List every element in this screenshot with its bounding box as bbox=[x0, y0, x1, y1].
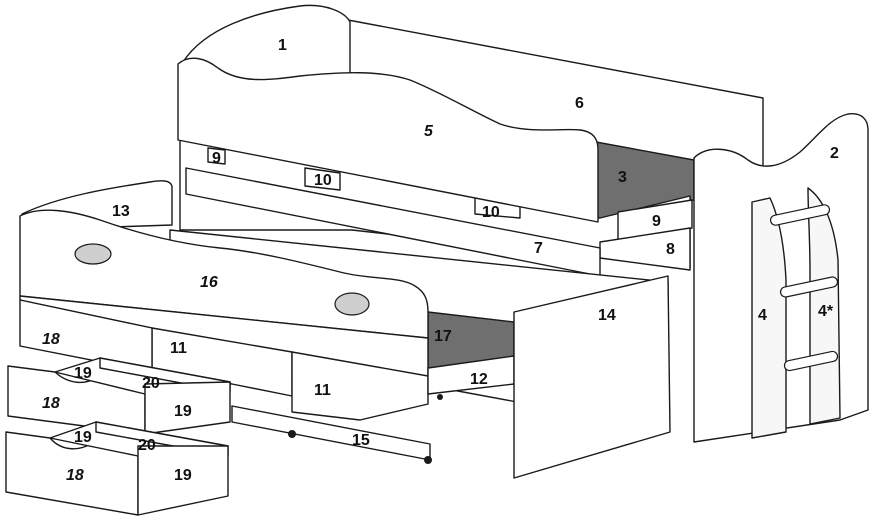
label-part-2: 2 bbox=[830, 145, 839, 162]
label-part-9-right: 9 bbox=[652, 213, 661, 230]
label-part-6: 6 bbox=[575, 95, 584, 112]
label-part-18-top: 18 bbox=[42, 331, 60, 348]
panel-16-handle-right bbox=[334, 292, 370, 316]
label-part-18-middle: 18 bbox=[42, 395, 60, 412]
caster-rear bbox=[437, 394, 443, 400]
label-part-10-right: 10 bbox=[482, 204, 500, 221]
label-part-12: 12 bbox=[470, 371, 488, 388]
label-part-4-star: 4* bbox=[818, 303, 834, 320]
label-part-7: 7 bbox=[534, 240, 543, 257]
ladder-post-4 bbox=[751, 197, 787, 439]
panel-9-left bbox=[207, 147, 226, 165]
label-part-10-left: 10 bbox=[314, 172, 332, 189]
label-part-9-left: 9 bbox=[212, 150, 221, 167]
panel-16-handle-left bbox=[74, 243, 112, 265]
label-part-13: 13 bbox=[112, 203, 130, 220]
ladder-rung-middle bbox=[779, 276, 839, 298]
label-part-16: 16 bbox=[200, 274, 218, 291]
caster-left bbox=[288, 430, 296, 438]
panel-11-right bbox=[291, 351, 429, 421]
label-part-20-b: 20 bbox=[138, 437, 156, 454]
label-part-11-left: 11 bbox=[170, 340, 187, 357]
label-part-1: 1 bbox=[278, 37, 287, 54]
caster-right bbox=[424, 456, 432, 464]
label-part-11-right: 11 bbox=[314, 382, 331, 399]
label-part-14: 14 bbox=[598, 307, 616, 324]
label-part-4: 4 bbox=[758, 307, 767, 324]
label-part-5: 5 bbox=[424, 123, 434, 140]
drawer-3-panel-19 bbox=[137, 445, 229, 516]
label-part-18-bottom: 18 bbox=[66, 467, 84, 484]
ladder-rung-top bbox=[769, 204, 831, 226]
label-part-15: 15 bbox=[352, 432, 370, 449]
label-part-19-b: 19 bbox=[174, 403, 192, 420]
label-part-19-a: 19 bbox=[74, 365, 92, 382]
label-part-19-d: 19 bbox=[174, 467, 192, 484]
label-part-19-c: 19 bbox=[74, 429, 92, 446]
drawer-2-panel-19 bbox=[144, 381, 231, 435]
label-part-20-a: 20 bbox=[142, 375, 160, 392]
label-part-3: 3 bbox=[618, 169, 627, 186]
panel-14-end bbox=[513, 275, 671, 479]
label-part-8: 8 bbox=[666, 241, 675, 258]
panel-10-left bbox=[304, 167, 341, 191]
ladder-rung-bottom bbox=[783, 350, 839, 372]
panel-5-front-rail bbox=[177, 57, 599, 223]
label-part-17: 17 bbox=[434, 328, 452, 345]
